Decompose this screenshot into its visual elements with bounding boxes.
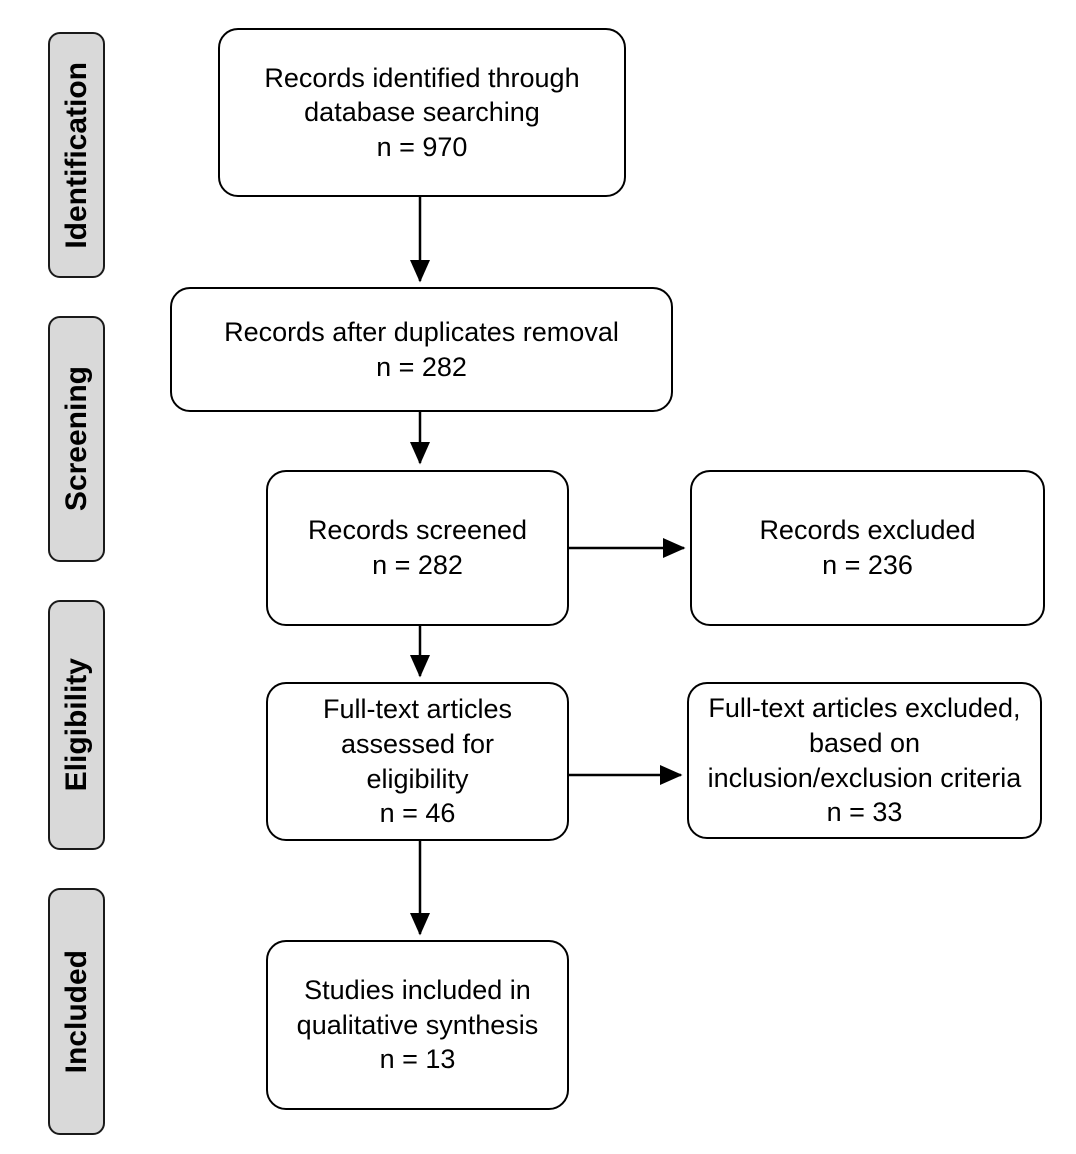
phase-tab-screening: Screening — [48, 316, 105, 562]
flow-box-records-after-duplicates-text: Records after duplicates removal n = 282 — [224, 316, 619, 382]
flow-box-records-identified: Records identified through database sear… — [218, 28, 626, 197]
flow-box-records-after-duplicates: Records after duplicates removal n = 282 — [170, 287, 673, 412]
flow-box-records-identified-text: Records identified through database sear… — [264, 62, 580, 162]
flow-box-fulltext-excluded: Full-text articles excluded, based on in… — [687, 682, 1042, 839]
phase-tab-eligibility-label: Eligibility — [59, 658, 93, 792]
flow-box-fulltext-excluded-text: Full-text articles excluded, based on in… — [707, 693, 1022, 828]
phase-tab-identification-label: Identification — [59, 61, 93, 249]
phase-tab-eligibility: Eligibility — [48, 600, 105, 850]
phase-tab-identification: Identification — [48, 32, 105, 278]
flow-box-fulltext-assessed-text: Full-text articles assessed for eligibil… — [322, 694, 513, 829]
phase-tab-screening-label: Screening — [59, 366, 93, 512]
flow-box-studies-included-text: Studies included in qualitative synthesi… — [296, 975, 539, 1075]
phase-tab-included: Included — [48, 888, 105, 1135]
flow-box-records-screened-text: Records screened n = 282 — [307, 515, 528, 580]
flow-box-studies-included: Studies included in qualitative synthesi… — [266, 940, 569, 1110]
flow-box-records-screened: Records screened n = 282 — [266, 470, 569, 626]
flow-box-records-excluded-text: Records excluded n = 236 — [759, 515, 976, 580]
phase-tab-included-label: Included — [59, 949, 93, 1074]
flow-box-records-excluded: Records excluded n = 236 — [690, 470, 1045, 626]
flow-box-fulltext-assessed: Full-text articles assessed for eligibil… — [266, 682, 569, 841]
